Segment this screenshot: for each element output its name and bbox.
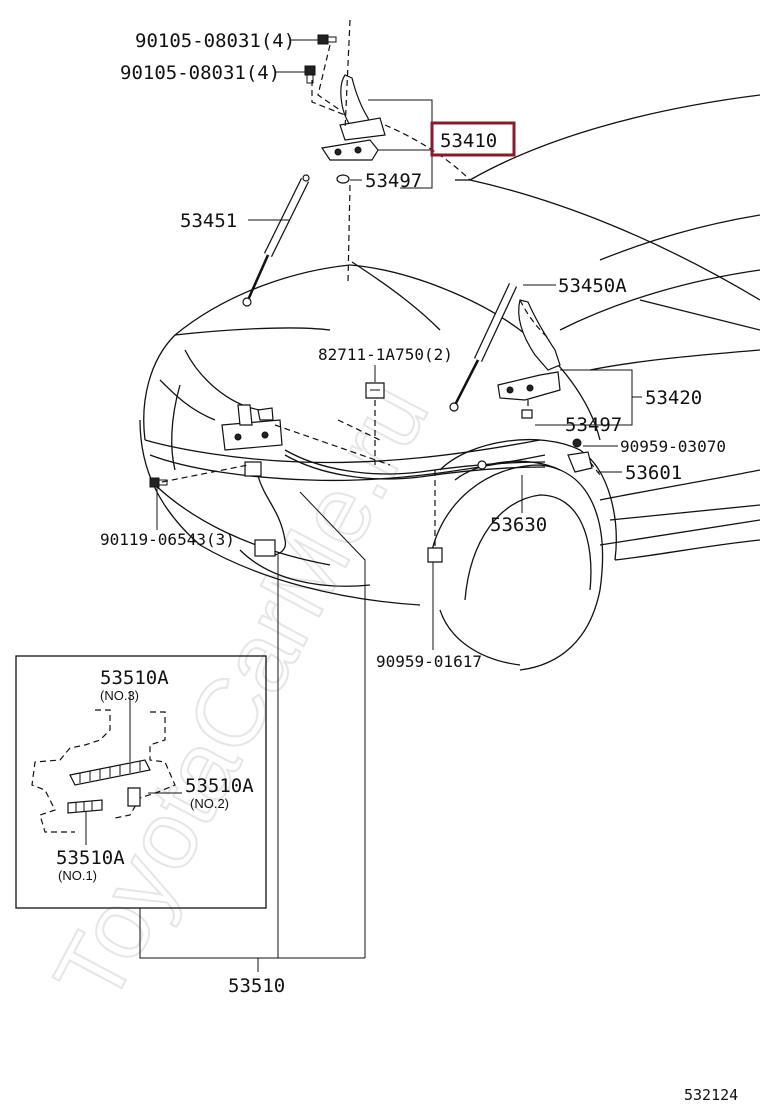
hood-hinge-right	[497, 299, 561, 419]
lock-connector	[244, 461, 262, 477]
weatherstrip-detail	[31, 692, 182, 845]
label-53451[interactable]: 53451	[180, 210, 237, 232]
label-53601[interactable]: 53601	[625, 462, 682, 484]
label-53510a-no2-sub: (NO.2)	[190, 796, 229, 811]
release-cable	[284, 449, 546, 475]
label-90959-03070[interactable]: 90959-03070	[620, 437, 726, 456]
hood-stay-right	[449, 283, 518, 412]
harness	[257, 475, 287, 556]
label-90105-08031-b[interactable]: 90105-08031(4)	[120, 62, 280, 84]
highlight-box	[430, 121, 516, 157]
label-82711-1a750[interactable]: 82711-1A750(2)	[318, 345, 453, 364]
label-53510[interactable]: 53510	[228, 975, 285, 997]
watermark: ToyotaCarMe.ru	[34, 367, 449, 1020]
detail-box	[15, 655, 267, 909]
label-53497-top[interactable]: 53497	[365, 170, 422, 192]
wire-clip	[365, 382, 385, 399]
release-lever	[567, 438, 593, 473]
bolt-top-b	[304, 65, 316, 84]
cushion-right	[521, 409, 533, 419]
label-53420[interactable]: 53420	[645, 387, 702, 409]
car-body-outline	[139, 94, 760, 671]
label-53510a-no3[interactable]: 53510A	[100, 667, 169, 689]
label-53450a[interactable]: 53450A	[558, 275, 627, 297]
label-90105-08031-a[interactable]: 90105-08031(4)	[135, 30, 295, 52]
label-53510a-no1[interactable]: 53510A	[56, 847, 125, 869]
hood-lock	[221, 404, 283, 477]
hood-hinge-left	[320, 74, 386, 184]
bolt-lower	[149, 477, 168, 488]
label-90119-06543[interactable]: 90119-06543(3)	[100, 530, 235, 549]
clamp-lower	[427, 547, 443, 563]
hood-stay-left	[242, 174, 310, 307]
diagram-id: 532124	[684, 1086, 738, 1104]
label-53630[interactable]: 53630	[490, 514, 547, 536]
label-53410[interactable]: 53410	[440, 130, 497, 152]
label-53510a-no1-sub: (NO.1)	[58, 868, 97, 883]
cushion-top	[336, 174, 350, 184]
bolt-top-a	[317, 34, 337, 45]
leader-lines	[139, 39, 642, 972]
label-53510a-no2[interactable]: 53510A	[185, 775, 254, 797]
label-53510a-no3-sub: (NO.3)	[100, 688, 139, 703]
label-53497-right[interactable]: 53497	[565, 414, 622, 436]
label-90959-01617[interactable]: 90959-01617	[376, 652, 482, 671]
